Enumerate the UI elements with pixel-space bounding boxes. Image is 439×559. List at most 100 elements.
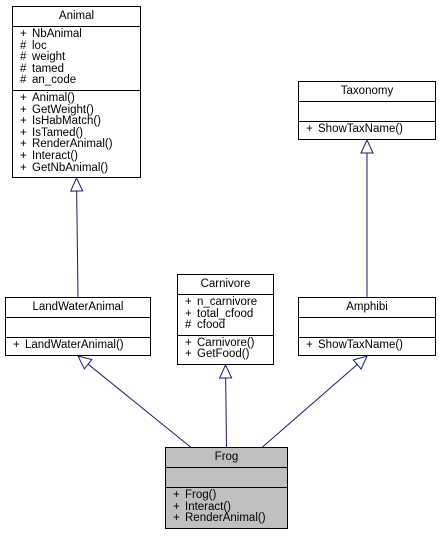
method-row: + Interact() bbox=[20, 149, 140, 163]
class-name: Animal bbox=[13, 7, 140, 27]
visibility-marker: # bbox=[20, 51, 27, 64]
edge-landwater-to-animal bbox=[76, 190, 79, 298]
visibility-marker: + bbox=[20, 149, 27, 162]
method-row: + GetFood() bbox=[185, 349, 273, 361]
visibility-marker: + bbox=[306, 123, 313, 135]
attributes-section: + n_carnivore + total_cfood # cfood bbox=[178, 295, 273, 336]
visibility-marker: + bbox=[20, 126, 27, 139]
class-name: LandWaterAnimal bbox=[6, 298, 150, 318]
visibility-marker: + bbox=[173, 489, 180, 501]
attribute-name: n_carnivore bbox=[197, 296, 258, 308]
method-row: + IsTamed() bbox=[20, 126, 140, 140]
attribute-name: an_code bbox=[32, 74, 77, 87]
arrowhead-amphibi bbox=[352, 355, 368, 370]
method-row: + RenderAnimal() bbox=[173, 512, 287, 525]
method-name: Carnivore() bbox=[197, 336, 255, 349]
attribute-row: # tamed bbox=[20, 62, 140, 76]
method-name: LandWaterAnimal() bbox=[25, 339, 124, 351]
class-name: Taxonomy bbox=[299, 82, 435, 102]
method-name: RenderAnimal() bbox=[185, 512, 266, 525]
attribute-row: + total_cfood bbox=[185, 307, 273, 321]
methods-section: + ShowTaxName() bbox=[299, 338, 435, 355]
method-row: + LandWaterAnimal() bbox=[13, 339, 150, 352]
method-row: +RenderAnimal() bbox=[20, 139, 140, 151]
visibility-marker: # bbox=[185, 319, 192, 332]
arrowhead-taxonomy bbox=[360, 138, 374, 154]
method-name: GetWeight() bbox=[32, 103, 94, 116]
attribute-row: # weight bbox=[20, 51, 140, 64]
method-name: Interact() bbox=[185, 500, 232, 513]
attributes-section bbox=[299, 318, 435, 338]
class-animal[interactable]: Animal + NbAnimal # loc # weight # tamed # an_cod… bbox=[12, 6, 141, 179]
class-name: Frog bbox=[166, 448, 287, 468]
visibility-marker: + bbox=[173, 500, 180, 513]
class-name: Amphibi bbox=[299, 298, 435, 318]
visibility-marker: # bbox=[20, 62, 27, 75]
attributes-section bbox=[6, 318, 150, 338]
attribute-name: cfood bbox=[197, 319, 226, 332]
method-name: Animal() bbox=[32, 91, 75, 104]
method-name: IsTamed() bbox=[32, 126, 84, 139]
arrowhead-landwater bbox=[77, 355, 93, 370]
attribute-row: # loc bbox=[20, 39, 140, 53]
arrowhead-carnivore bbox=[218, 363, 233, 379]
visibility-marker: # bbox=[20, 74, 27, 87]
edge-frog-to-carnivore bbox=[225, 377, 227, 448]
attribute-row: + NbAnimal bbox=[20, 28, 140, 41]
class-taxonomy[interactable]: Taxonomy + ShowTaxName() bbox=[298, 81, 436, 140]
method-row: + ShowTaxName() bbox=[306, 123, 435, 136]
method-row: + Frog() bbox=[173, 489, 287, 502]
class-amphibi[interactable]: Amphibi + ShowTaxName() bbox=[298, 297, 436, 356]
attribute-row: # cfood bbox=[185, 319, 273, 332]
method-row: + ShowTaxName() bbox=[306, 339, 435, 352]
visibility-marker: + bbox=[306, 339, 313, 351]
visibility-marker: + bbox=[185, 348, 192, 361]
visibility-marker: + bbox=[20, 161, 27, 174]
method-name: RenderAnimal() bbox=[32, 138, 113, 151]
method-name: GetFood() bbox=[197, 348, 250, 361]
visibility-marker: + bbox=[13, 339, 20, 351]
class-carnivore[interactable]: Carnivore + n_carnivore + total_cfood # cfood… bbox=[177, 274, 274, 365]
edge-frog-to-amphibi bbox=[262, 364, 358, 448]
method-row: + Interact() bbox=[173, 500, 287, 514]
method-row: + Carnivore() bbox=[185, 336, 273, 350]
method-row: +GetWeight() bbox=[20, 103, 140, 117]
attribute-name: tamed bbox=[32, 62, 64, 75]
edge-frog-to-landwater bbox=[87, 363, 191, 448]
method-name: ShowTaxName() bbox=[318, 123, 403, 135]
visibility-marker: + bbox=[185, 307, 192, 320]
attributes-section: + NbAnimal # loc # weight # tamed # an_code bbox=[13, 27, 140, 91]
attribute-name: loc bbox=[32, 39, 47, 52]
method-name: Interact() bbox=[32, 149, 79, 162]
visibility-marker: + bbox=[20, 28, 27, 40]
method-name: IsHabMatch() bbox=[32, 115, 102, 128]
method-name: GetNbAnimal() bbox=[32, 161, 109, 174]
attribute-name: weight bbox=[32, 51, 66, 64]
class-frog[interactable]: Frog + Frog() + Interact() + RenderAnimal() bbox=[165, 447, 288, 529]
attribute-name: NbAnimal bbox=[32, 28, 82, 40]
attributes-section bbox=[299, 102, 435, 122]
visibility-marker: + bbox=[173, 512, 180, 525]
attribute-row: + n_carnivore bbox=[185, 296, 273, 309]
methods-section: + ShowTaxName() bbox=[299, 122, 435, 139]
visibility-marker: + bbox=[185, 336, 192, 349]
visibility-marker: + bbox=[20, 91, 27, 104]
visibility-marker: + bbox=[20, 115, 27, 128]
method-row: + Animal() bbox=[20, 91, 140, 105]
arrowhead-animal bbox=[69, 176, 84, 192]
methods-section: + Carnivore() + GetFood() bbox=[178, 336, 273, 364]
methods-section: + LandWaterAnimal() bbox=[6, 338, 150, 355]
methods-section: + Frog() + Interact() + RenderAnimal() bbox=[166, 488, 287, 528]
visibility-marker: + bbox=[185, 296, 192, 308]
method-row: + GetNbAnimal() bbox=[20, 161, 140, 175]
attributes-section bbox=[166, 468, 287, 488]
class-landwateranimal[interactable]: LandWaterAnimal + LandWaterAnimal() bbox=[5, 297, 151, 356]
class-name: Carnivore bbox=[178, 275, 273, 295]
visibility-marker: # bbox=[20, 39, 27, 52]
method-name: ShowTaxName() bbox=[318, 339, 403, 351]
method-name: Frog() bbox=[185, 489, 217, 501]
methods-section: +Animal()+GetWeight()+IsHabMatch()+IsTam… bbox=[13, 91, 140, 177]
attribute-name: total_cfood bbox=[197, 307, 254, 320]
